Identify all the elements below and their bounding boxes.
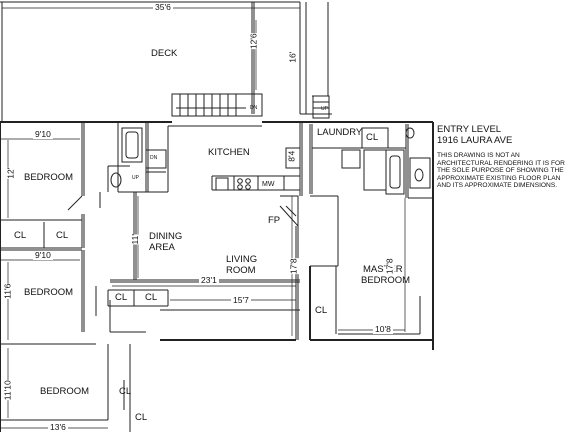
bedroom-2-label: BEDROOM (24, 287, 74, 298)
inner-dn-label: DN (150, 155, 158, 161)
dim-living-width: 23'1 (199, 275, 219, 285)
bedroom1-walls (0, 122, 85, 248)
deck-outline (0, 1, 332, 122)
bedroom2-walls (0, 250, 97, 345)
fireplace-outline (279, 195, 299, 228)
hall-bath-walls (99, 122, 168, 280)
deck-stair-label: DN (250, 105, 258, 111)
dim-deck-width: 35'6 (153, 2, 173, 12)
master-label-line1: MASTER (363, 264, 403, 275)
dim-deck-depth-right: 16' (287, 51, 298, 63)
living-walls (107, 226, 300, 340)
fireplace-label: FP (268, 215, 281, 226)
closet-bedroom3: CL (119, 386, 132, 397)
kitchen-walls (167, 122, 303, 196)
deck-stairs (171, 93, 263, 117)
living-label-line1: LIVING (226, 254, 258, 265)
inner-up-label: UP (132, 175, 139, 181)
master-walls (310, 195, 433, 335)
dim-deck-depth-left: 12'6 (248, 33, 259, 50)
title-line2: 1916 LAURA AVE (437, 135, 513, 146)
master-label-line2: BEDROOM (361, 275, 411, 286)
disclaimer-text: THIS DRAWING IS NOT AN ARCHITECTURAL REN… (437, 152, 565, 190)
closet-hall-3: CL (135, 412, 148, 423)
laundry-walls (309, 124, 431, 198)
bedroom-3-label: BEDROOM (40, 386, 90, 397)
dim-bedroom3-depth: 11'10 (2, 380, 13, 401)
kitchen-label: KITCHEN (208, 147, 250, 158)
laundry-label: LAUNDRY (317, 127, 363, 138)
deck-label: DECK (151, 48, 178, 59)
dim-bedroom2-depth: 11'6 (2, 283, 13, 299)
dim-bedroom3-width: 13'6 (48, 422, 68, 432)
house-walls (0, 121, 434, 432)
dim-master-depth: 17'8 (384, 258, 395, 275)
closet-master: CL (315, 305, 328, 316)
closet-hall-2: CL (145, 292, 158, 303)
living-label-line2: ROOM (226, 265, 256, 276)
left-closets (0, 222, 82, 251)
dim-living-inner-width: 15'7 (231, 295, 251, 305)
dining-label-line2: AREA (149, 242, 175, 253)
closet-left-2: CL (56, 230, 69, 241)
closet-hall-1: CL (115, 292, 128, 303)
dimension-lines (0, 7, 406, 429)
dim-bedroom1-depth: 12' (5, 167, 16, 179)
bedroom-1-label: BEDROOM (24, 172, 74, 183)
right-stair-label: UP (321, 106, 328, 112)
bedroom3-walls (0, 344, 131, 432)
dining-label-line1: DINING (149, 231, 183, 242)
dim-master-width: 10'8 (373, 324, 393, 334)
title-line1: ENTRY LEVEL (437, 124, 502, 135)
title-block: ENTRY LEVEL 1916 LAURA AVE THIS DRAWING … (437, 124, 576, 190)
closet-laundry: CL (366, 132, 379, 143)
dim-living-depth: 17'8 (288, 258, 299, 275)
closet-left-1: CL (14, 230, 27, 241)
dim-dining-depth: 11' (129, 234, 140, 245)
right-stairs (312, 95, 330, 119)
microwave-label: MW (262, 181, 275, 188)
dim-bedroom1-width: 9'10 (33, 129, 53, 139)
dim-bedroom2-width: 9'10 (33, 250, 53, 260)
dim-kitchen-depth: 8'4 (286, 150, 297, 162)
